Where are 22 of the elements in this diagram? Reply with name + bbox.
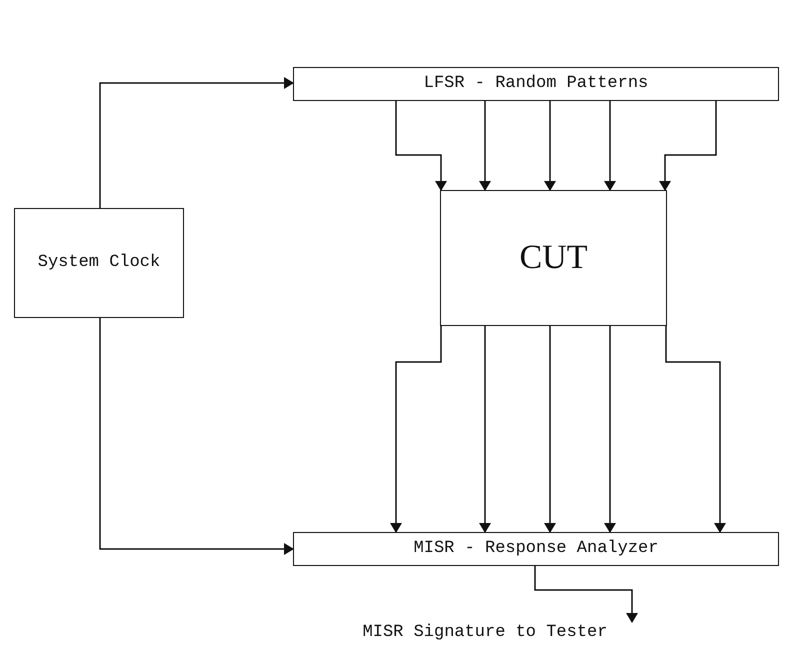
arrow [390, 326, 442, 533]
arrow [665, 326, 726, 533]
arrow [604, 326, 616, 533]
arrow [479, 101, 491, 191]
box-label: System Clock [38, 252, 160, 274]
process-box [293, 532, 779, 566]
process-box [14, 208, 184, 318]
process-box [293, 67, 779, 101]
process-box [440, 190, 667, 326]
arrow [479, 326, 491, 533]
arrow [604, 101, 616, 191]
arrow [544, 101, 556, 191]
box-label: MISR - Response Analyzer [414, 538, 658, 560]
output-label: MISR Signature to Tester [362, 622, 608, 644]
arrow [534, 566, 638, 623]
arrow [544, 326, 556, 533]
arrow [99, 318, 294, 555]
arrow [395, 101, 447, 191]
box-label: CUT [520, 238, 588, 278]
arrow [659, 101, 717, 191]
arrow [99, 77, 294, 208]
box-label: LFSR - Random Patterns [424, 72, 648, 95]
